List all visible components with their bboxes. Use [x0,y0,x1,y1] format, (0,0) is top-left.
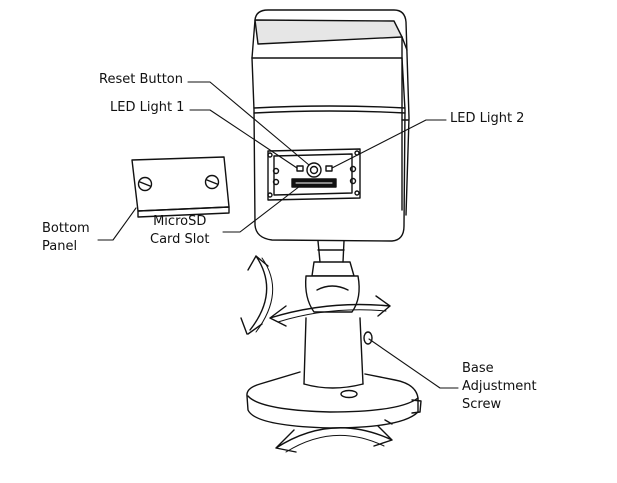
mount-joint-drawing [304,240,360,313]
camera-body-drawing [251,57,409,242]
leader-microsd-slot [222,185,301,233]
label-reset-button: Reset Button [99,72,183,87]
rotation-arrows [240,255,393,453]
leader-led-light-1 [189,109,298,169]
mount-base-drawing [246,317,422,429]
sun-hood-drawing [251,9,410,216]
label-base-screw: Base Adjustment Screw [462,361,537,412]
label-microsd-slot: MicroSD Card Slot [150,214,210,247]
leader-led-light-2 [331,119,447,169]
leader-base-screw [368,338,459,389]
pan-arrow-lower [275,425,393,453]
leader-lines [97,81,459,389]
leader-bottom-panel [97,207,137,241]
label-bottom-panel: Bottom Panel [42,221,90,254]
bottom-panel-drawing [131,156,230,218]
tilt-arrow [240,255,269,335]
label-led-light-2: LED Light 2 [450,111,525,126]
label-led-light-1: LED Light 1 [110,100,185,115]
leader-reset-button [187,81,310,166]
